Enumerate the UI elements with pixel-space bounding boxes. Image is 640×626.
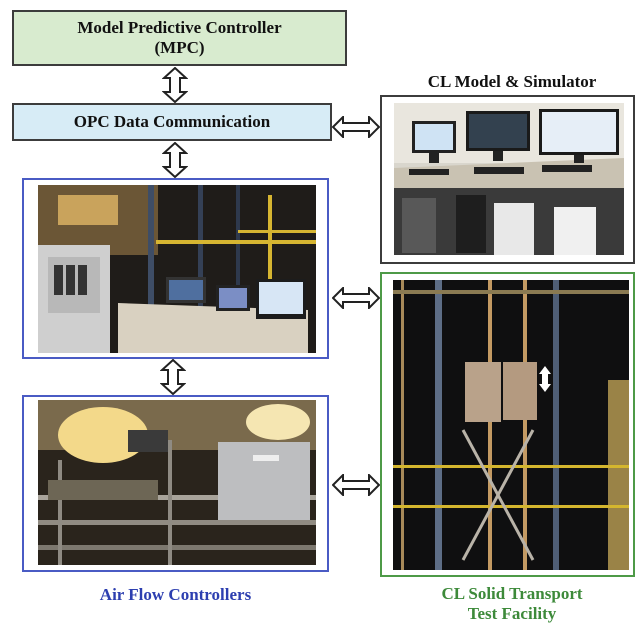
facility-frame — [380, 272, 635, 577]
opc-control-arrow — [162, 142, 188, 178]
simulator-photo — [394, 103, 624, 255]
mpc-label-line1: Model Predictive Controller — [77, 18, 282, 37]
opc-label: OPC Data Communication — [73, 112, 271, 131]
facility-photo — [393, 280, 629, 570]
transport-facility-image — [393, 280, 629, 570]
mpc-label-line2: (MPC) — [154, 38, 205, 57]
control-room-photo — [38, 185, 316, 353]
control-airflow-arrow — [160, 359, 186, 395]
control-facility-arrow — [332, 287, 380, 309]
facility-caption-line2: Test Facility — [467, 604, 557, 623]
air-flow-caption: Air Flow Controllers — [99, 585, 252, 604]
simulator-title: CL Model & Simulator — [427, 72, 597, 91]
air-flow-frame — [22, 395, 329, 572]
simulator-frame — [380, 95, 635, 264]
control-room-frame — [22, 178, 329, 359]
airflow-facility-arrow — [332, 474, 380, 496]
facility-caption-line1: CL Solid Transport — [441, 584, 583, 603]
air-flow-photo — [38, 400, 316, 565]
control-room-image — [38, 185, 316, 353]
computer-workstation-image — [394, 103, 624, 255]
air-flow-image — [38, 400, 316, 565]
opc-simulator-arrow — [332, 116, 380, 138]
mpc-box: Model Predictive Controller (MPC) — [12, 10, 347, 66]
opc-box: OPC Data Communication — [12, 103, 332, 141]
mpc-opc-arrow — [162, 67, 188, 103]
